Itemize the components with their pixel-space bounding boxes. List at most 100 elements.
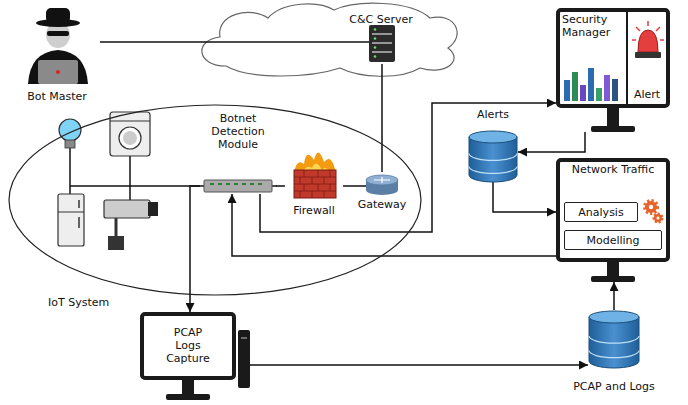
router-node: Gateway	[354, 172, 410, 212]
wire-extension	[70, 42, 369, 200]
cylinder-outline	[469, 153, 517, 160]
camera-icon	[148, 202, 158, 216]
connector-line	[613, 282, 615, 310]
connector-line	[100, 41, 345, 43]
bar-chart	[604, 75, 610, 101]
cylinder-outline	[588, 310, 640, 368]
node-label: Security Manager	[562, 13, 626, 39]
fridge-icon	[58, 194, 84, 246]
washing-machine-icon	[110, 112, 150, 156]
monitor-outline	[241, 337, 247, 339]
fridge-icon	[58, 212, 84, 213]
monitor-outline	[142, 314, 234, 378]
computer-terminal: PCAP Logs Capture	[140, 312, 250, 400]
cylinder-outline	[589, 336, 639, 343]
camera-icon	[115, 218, 118, 238]
monitor-outline	[166, 394, 210, 400]
gear-icon	[657, 217, 660, 220]
cylinder-outline	[589, 351, 639, 358]
monitor-outline	[558, 160, 668, 260]
switch-device	[204, 180, 272, 192]
panel-divider	[626, 10, 628, 106]
light-bulb-icon	[59, 119, 81, 141]
database-cylinder: PCAP and Logs	[588, 310, 640, 368]
server-icon	[374, 46, 377, 49]
wire-extension	[354, 185, 367, 187]
connector-line	[276, 185, 285, 187]
camera-icon	[104, 200, 158, 250]
fridge-icon	[58, 194, 84, 246]
server-icon	[374, 28, 377, 31]
node-label: C&C Server	[345, 13, 417, 26]
washing-machine-icon	[119, 127, 141, 149]
monitor-outline	[558, 10, 668, 106]
wire-extension	[345, 41, 369, 43]
alert-panel: Alert	[628, 12, 666, 104]
firewall-node: Firewall	[285, 156, 343, 222]
node-label: IoT System	[48, 296, 138, 309]
server-icon	[374, 55, 377, 58]
node-label: Alert	[628, 88, 666, 101]
node-label: Bot Master	[14, 90, 100, 103]
gear-icon	[645, 201, 657, 213]
cylinder-outline	[469, 131, 517, 143]
firewall-icon	[294, 170, 336, 198]
router-icon	[366, 175, 398, 185]
bar-chart	[580, 85, 586, 101]
connector-line	[343, 185, 354, 187]
wire-extension	[129, 156, 131, 200]
connector-line	[190, 186, 200, 312]
node-label: Gateway	[354, 198, 410, 211]
camera-icon	[108, 236, 124, 250]
system-boundary: IoT SystemBotnet Detection ModuleFirewal…	[8, 104, 422, 296]
bar-chart	[612, 79, 618, 101]
server-icon	[374, 37, 377, 40]
monitor-outline	[607, 108, 619, 127]
switch-device	[204, 180, 272, 192]
node-label: Alerts	[448, 108, 538, 121]
connector-line	[518, 132, 585, 152]
siren-icon	[632, 21, 664, 40]
firewall-icon	[294, 170, 336, 198]
bar-chart	[564, 68, 618, 101]
hacker-icon	[47, 31, 69, 36]
washing-machine-icon	[123, 131, 137, 145]
node-label: Network Traffic	[560, 163, 666, 176]
bar-chart	[596, 88, 602, 101]
node-label: PCAP Logs Capture	[162, 326, 214, 365]
camera-icon	[104, 200, 150, 218]
process-box: Analysis	[564, 202, 638, 222]
cylinder-outline	[468, 130, 518, 182]
switch-device: Botnet Detection Module	[200, 112, 276, 194]
monitor-outline	[607, 262, 619, 277]
cylinder-outline	[589, 317, 639, 368]
wire-extension	[69, 148, 71, 194]
cloud-shape	[202, 3, 457, 76]
node-label: Botnet Detection Module	[200, 112, 276, 151]
router-icon	[374, 177, 390, 183]
fridge-icon	[78, 217, 80, 228]
gear-icon	[649, 205, 653, 209]
light-bulb-icon	[65, 140, 75, 148]
bar-chart	[572, 72, 578, 101]
monitor-screen: Network TrafficAnalysisModelling	[556, 158, 670, 282]
monitor-outline	[591, 126, 635, 132]
server-icon	[369, 25, 395, 62]
hacker-icon	[56, 70, 60, 74]
cylinder-outline	[589, 311, 639, 323]
node-label: Modelling	[586, 234, 639, 247]
gear-icon	[645, 201, 662, 222]
bot-master-icon: Bot Master	[14, 6, 100, 104]
fridge-icon	[78, 200, 80, 208]
gear-icon	[654, 214, 662, 222]
panel-divider	[627, 10, 628, 106]
monitor-outline	[591, 276, 635, 282]
server-icon	[369, 25, 395, 62]
light-bulb-icon	[59, 119, 81, 148]
ellipse-outline	[9, 105, 421, 295]
server-node: C&C Server	[345, 4, 417, 64]
node-label: Analysis	[578, 206, 623, 219]
connector-line	[493, 182, 556, 212]
process-box: Modelling	[564, 230, 662, 250]
wire-extension	[70, 185, 204, 187]
